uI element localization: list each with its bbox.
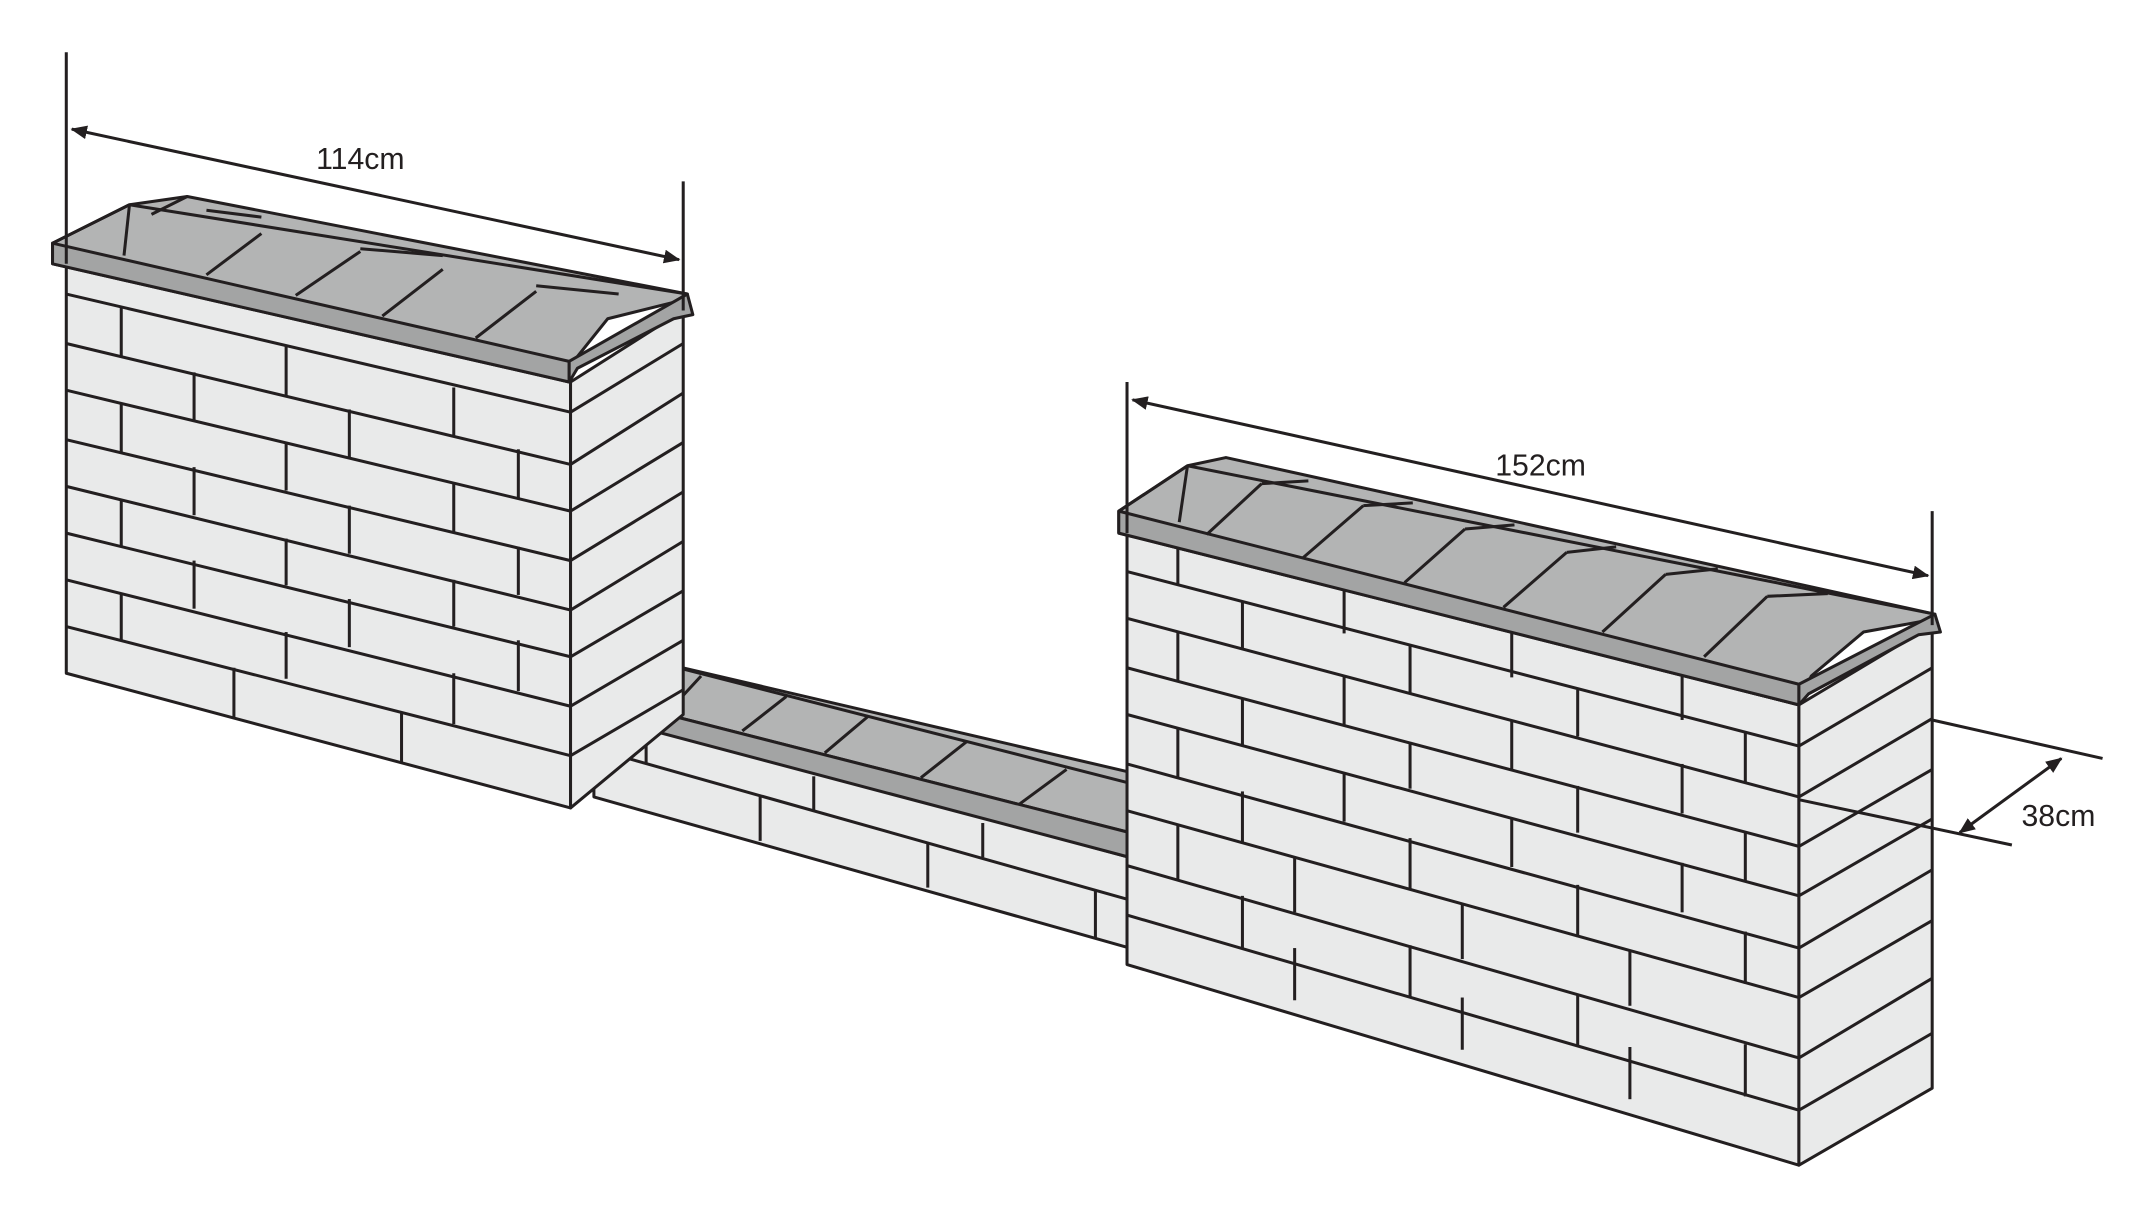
dimension-label-152: 152cm: [1495, 449, 1586, 482]
right-pillar-front-mortar: [1126, 546, 1800, 1112]
left-pillar-side-mortar: [569, 342, 685, 758]
dimension-label-114: 114cm: [316, 143, 404, 176]
right-pillar-side-mortar: [1798, 666, 1933, 1112]
left-pillar: [51, 194, 695, 810]
dimension-label-38: 38cm: [2021, 800, 2095, 833]
dimension-152: 152cm: [1125, 381, 1934, 626]
left-pillar-front-mortar: [65, 292, 571, 763]
dimension-114: 114cm: [64, 52, 685, 311]
dimension-38: 38cm: [1798, 718, 2103, 847]
right-pillar: [1117, 456, 1942, 1167]
low-wall-mortar-lines: [593, 729, 1131, 939]
